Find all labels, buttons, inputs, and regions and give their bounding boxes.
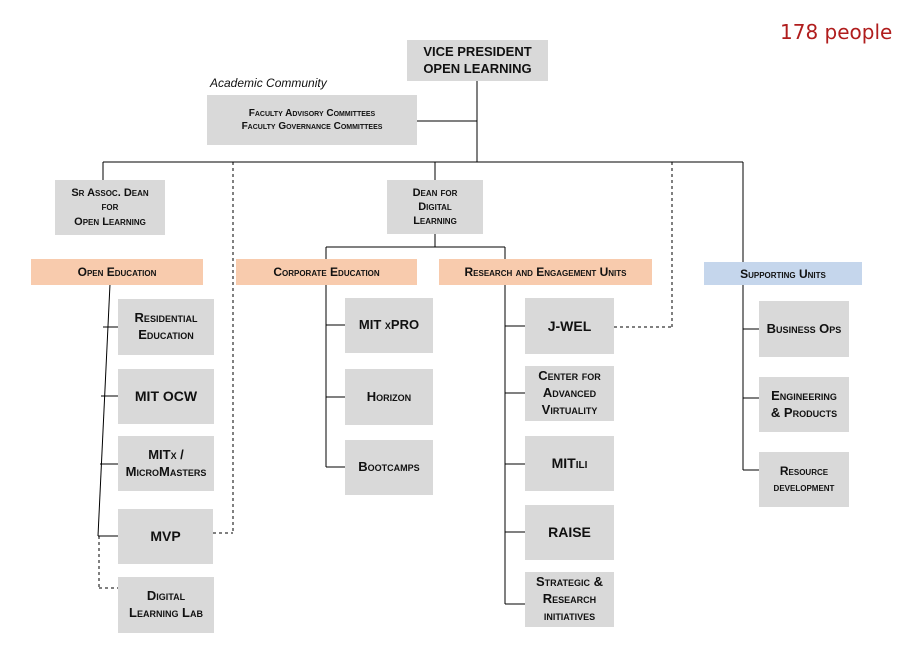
corporate-education-header[interactable]: Corporate Education <box>236 259 417 285</box>
mit-ocw-box[interactable]: MIT OCW <box>118 369 214 424</box>
engineering-products-box[interactable]: Engineering & Products <box>759 377 849 432</box>
resource-development-box[interactable]: Resource development <box>759 452 849 507</box>
resource-line1: Resource <box>779 463 829 478</box>
dean-digital-line3: Learning <box>413 215 457 228</box>
mitili-box[interactable]: MITili <box>525 436 614 491</box>
strategic-line2: Research <box>542 591 597 607</box>
cav-line2: Advanced <box>542 385 597 401</box>
resource-line2: development <box>773 479 835 494</box>
dll-line2: Learning Lab <box>129 605 203 620</box>
mit-ocw-label: MIT OCW <box>134 388 198 405</box>
strategic-line3: initiatives <box>543 607 596 623</box>
vp-open-learning-box[interactable]: VICE PRESIDENT OPEN LEARNING <box>407 40 548 81</box>
raise-label: RAISE <box>548 524 591 541</box>
digital-learning-lab-box[interactable]: Digital Learning Lab <box>118 577 214 633</box>
dean-digital-learning-box[interactable]: Dean for Digital Learning <box>387 180 483 234</box>
faculty-advisory-committees: Faculty Advisory Committees <box>248 108 376 119</box>
mitx-line2: MicroMasters <box>125 463 207 479</box>
faculty-committees-box[interactable]: Faculty Advisory Committees Faculty Gove… <box>207 95 417 145</box>
mvp-label: MVP <box>150 528 181 545</box>
horizon-label: Horizon <box>366 388 412 404</box>
mit-xpro-box[interactable]: MIT xPRO <box>345 298 433 353</box>
mitx-line1: MITx / <box>148 446 184 462</box>
residential-line2: Education <box>138 327 194 342</box>
dean-digital-line2: Digital <box>418 200 452 213</box>
people-count: 178 people <box>780 20 893 44</box>
sr-assoc-dean-line1: Sr Assoc. Dean <box>71 187 149 200</box>
sr-assoc-dean-box[interactable]: Sr Assoc. Dean for Open Learning <box>55 180 165 235</box>
jwel-label: J-WEL <box>547 317 592 334</box>
mitx-micromasters-box[interactable]: MITx / MicroMasters <box>118 436 214 491</box>
raise-box[interactable]: RAISE <box>525 505 614 560</box>
supporting-units-header[interactable]: Supporting Units <box>704 262 862 285</box>
sr-assoc-dean-line3: Open Learning <box>74 215 146 228</box>
vp-line2: OPEN LEARNING <box>423 60 532 76</box>
business-ops-box[interactable]: Business Ops <box>759 301 849 357</box>
bootcamps-label: Bootcamps <box>358 459 420 475</box>
strategic-research-box[interactable]: Strategic & Research initiatives <box>525 572 614 627</box>
residential-line1: Residential <box>134 310 198 326</box>
business-ops-label: Business Ops <box>766 320 842 336</box>
cav-line3: Virtuality <box>541 401 598 417</box>
faculty-governance-committees: Faculty Governance Committees <box>241 121 383 132</box>
dean-digital-line1: Dean for <box>412 186 458 199</box>
center-advanced-virtuality-box[interactable]: Center for Advanced Virtuality <box>525 366 614 421</box>
engineering-line2: & Products <box>770 404 838 420</box>
mvp-box[interactable]: MVP <box>118 509 213 564</box>
sr-assoc-dean-line2: for <box>101 201 119 214</box>
vp-line1: VICE PRESIDENT <box>423 43 532 59</box>
cav-line1: Center for <box>538 368 601 384</box>
jwel-box[interactable]: J-WEL <box>525 298 614 354</box>
dll-line1: Digital <box>146 588 186 604</box>
strategic-line1: Strategic & <box>535 574 603 590</box>
residential-education-box[interactable]: Residential Education <box>118 299 214 355</box>
academic-community-label: Academic Community <box>210 76 327 90</box>
engineering-line1: Engineering <box>771 387 837 403</box>
mit-xpro-label: MIT xPRO <box>358 317 420 333</box>
bootcamps-box[interactable]: Bootcamps <box>345 440 433 495</box>
horizon-box[interactable]: Horizon <box>345 369 433 425</box>
research-engagement-header[interactable]: Research and Engagement Units <box>439 259 652 285</box>
open-education-header[interactable]: Open Education <box>31 259 203 285</box>
mitili-label: MITili <box>551 455 588 472</box>
